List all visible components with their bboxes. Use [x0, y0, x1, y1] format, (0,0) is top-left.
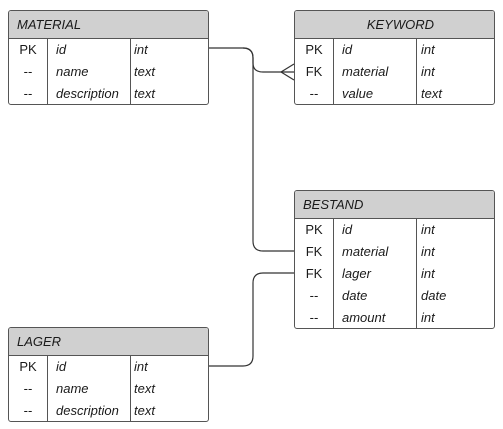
entity-lager-title: LAGER: [9, 328, 208, 356]
field-name: date: [342, 288, 368, 303]
field-row: FK material int: [295, 241, 494, 263]
field-row: -- date date: [295, 285, 494, 307]
field-name: name: [56, 381, 89, 396]
entity-lager-fields: PK id int -- name text -- description te…: [9, 356, 208, 421]
field-type: int: [421, 222, 435, 237]
entity-bestand-fields: PK id int FK material int FK lager int -…: [295, 219, 494, 328]
field-key: --: [23, 86, 33, 101]
entity-lager[interactable]: LAGER PK id int -- name text -- descript…: [8, 327, 209, 422]
field-name: value: [342, 86, 374, 101]
field-key: --: [309, 310, 319, 325]
field-type: int: [421, 310, 435, 325]
field-row: -- value text: [295, 83, 494, 104]
entity-bestand-title: BESTAND: [295, 191, 494, 219]
field-row: -- name text: [9, 378, 208, 400]
field-name: id: [56, 359, 67, 374]
field-key: PK: [19, 42, 37, 57]
field-key: FK: [305, 244, 323, 259]
field-key: --: [23, 403, 33, 418]
field-type: text: [134, 86, 155, 101]
field-type: text: [421, 86, 442, 101]
field-type: int: [134, 42, 148, 57]
field-row: -- name text: [9, 61, 208, 83]
field-name: material: [342, 64, 389, 79]
entity-material-fields: PK id int -- name text -- description te…: [9, 39, 208, 104]
field-type: text: [134, 64, 155, 79]
field-key: --: [23, 64, 33, 79]
entity-bestand[interactable]: BESTAND PK id int FK material int FK lag…: [294, 190, 495, 329]
entity-material[interactable]: MATERIAL PK id int -- name text -- descr…: [8, 10, 209, 105]
field-type: int: [421, 244, 435, 259]
field-key: PK: [19, 359, 37, 374]
field-key: --: [309, 86, 319, 101]
field-name: lager: [342, 266, 371, 281]
entity-material-title: MATERIAL: [9, 11, 208, 39]
field-type: int: [421, 42, 435, 57]
field-name: description: [56, 86, 119, 101]
field-key: FK: [305, 64, 323, 79]
field-row: PK id int: [9, 39, 208, 61]
field-type: date: [421, 288, 447, 303]
field-name: id: [342, 42, 353, 57]
field-type: text: [134, 403, 155, 418]
field-name: amount: [342, 310, 386, 325]
field-key: FK: [305, 266, 323, 281]
field-type: int: [134, 359, 148, 374]
entity-keyword[interactable]: KEYWORD PK id int FK material int -- val…: [294, 10, 495, 105]
connector-material-bestand: [242, 47, 294, 252]
field-row: PK id int: [9, 356, 208, 378]
field-row: PK id int: [295, 39, 494, 61]
field-name: id: [56, 42, 67, 57]
field-name: description: [56, 403, 119, 418]
connector-lager-bestand: [209, 272, 294, 367]
field-type: int: [421, 266, 435, 281]
crows-foot-keyword: [280, 63, 295, 81]
field-name: id: [342, 222, 353, 237]
field-name: material: [342, 244, 389, 259]
field-key: PK: [305, 42, 323, 57]
entity-keyword-title: KEYWORD: [295, 11, 494, 39]
field-key: PK: [305, 222, 323, 237]
field-row: FK material int: [295, 61, 494, 83]
field-key: --: [23, 381, 33, 396]
field-type: text: [134, 381, 155, 396]
entity-keyword-fields: PK id int FK material int -- value text: [295, 39, 494, 104]
field-key: --: [309, 288, 319, 303]
field-row: -- description text: [9, 400, 208, 421]
field-type: int: [421, 64, 435, 79]
field-row: PK id int: [295, 219, 494, 241]
field-name: name: [56, 64, 89, 79]
field-row: -- description text: [9, 83, 208, 104]
field-row: FK lager int: [295, 263, 494, 285]
field-row: -- amount int: [295, 307, 494, 328]
